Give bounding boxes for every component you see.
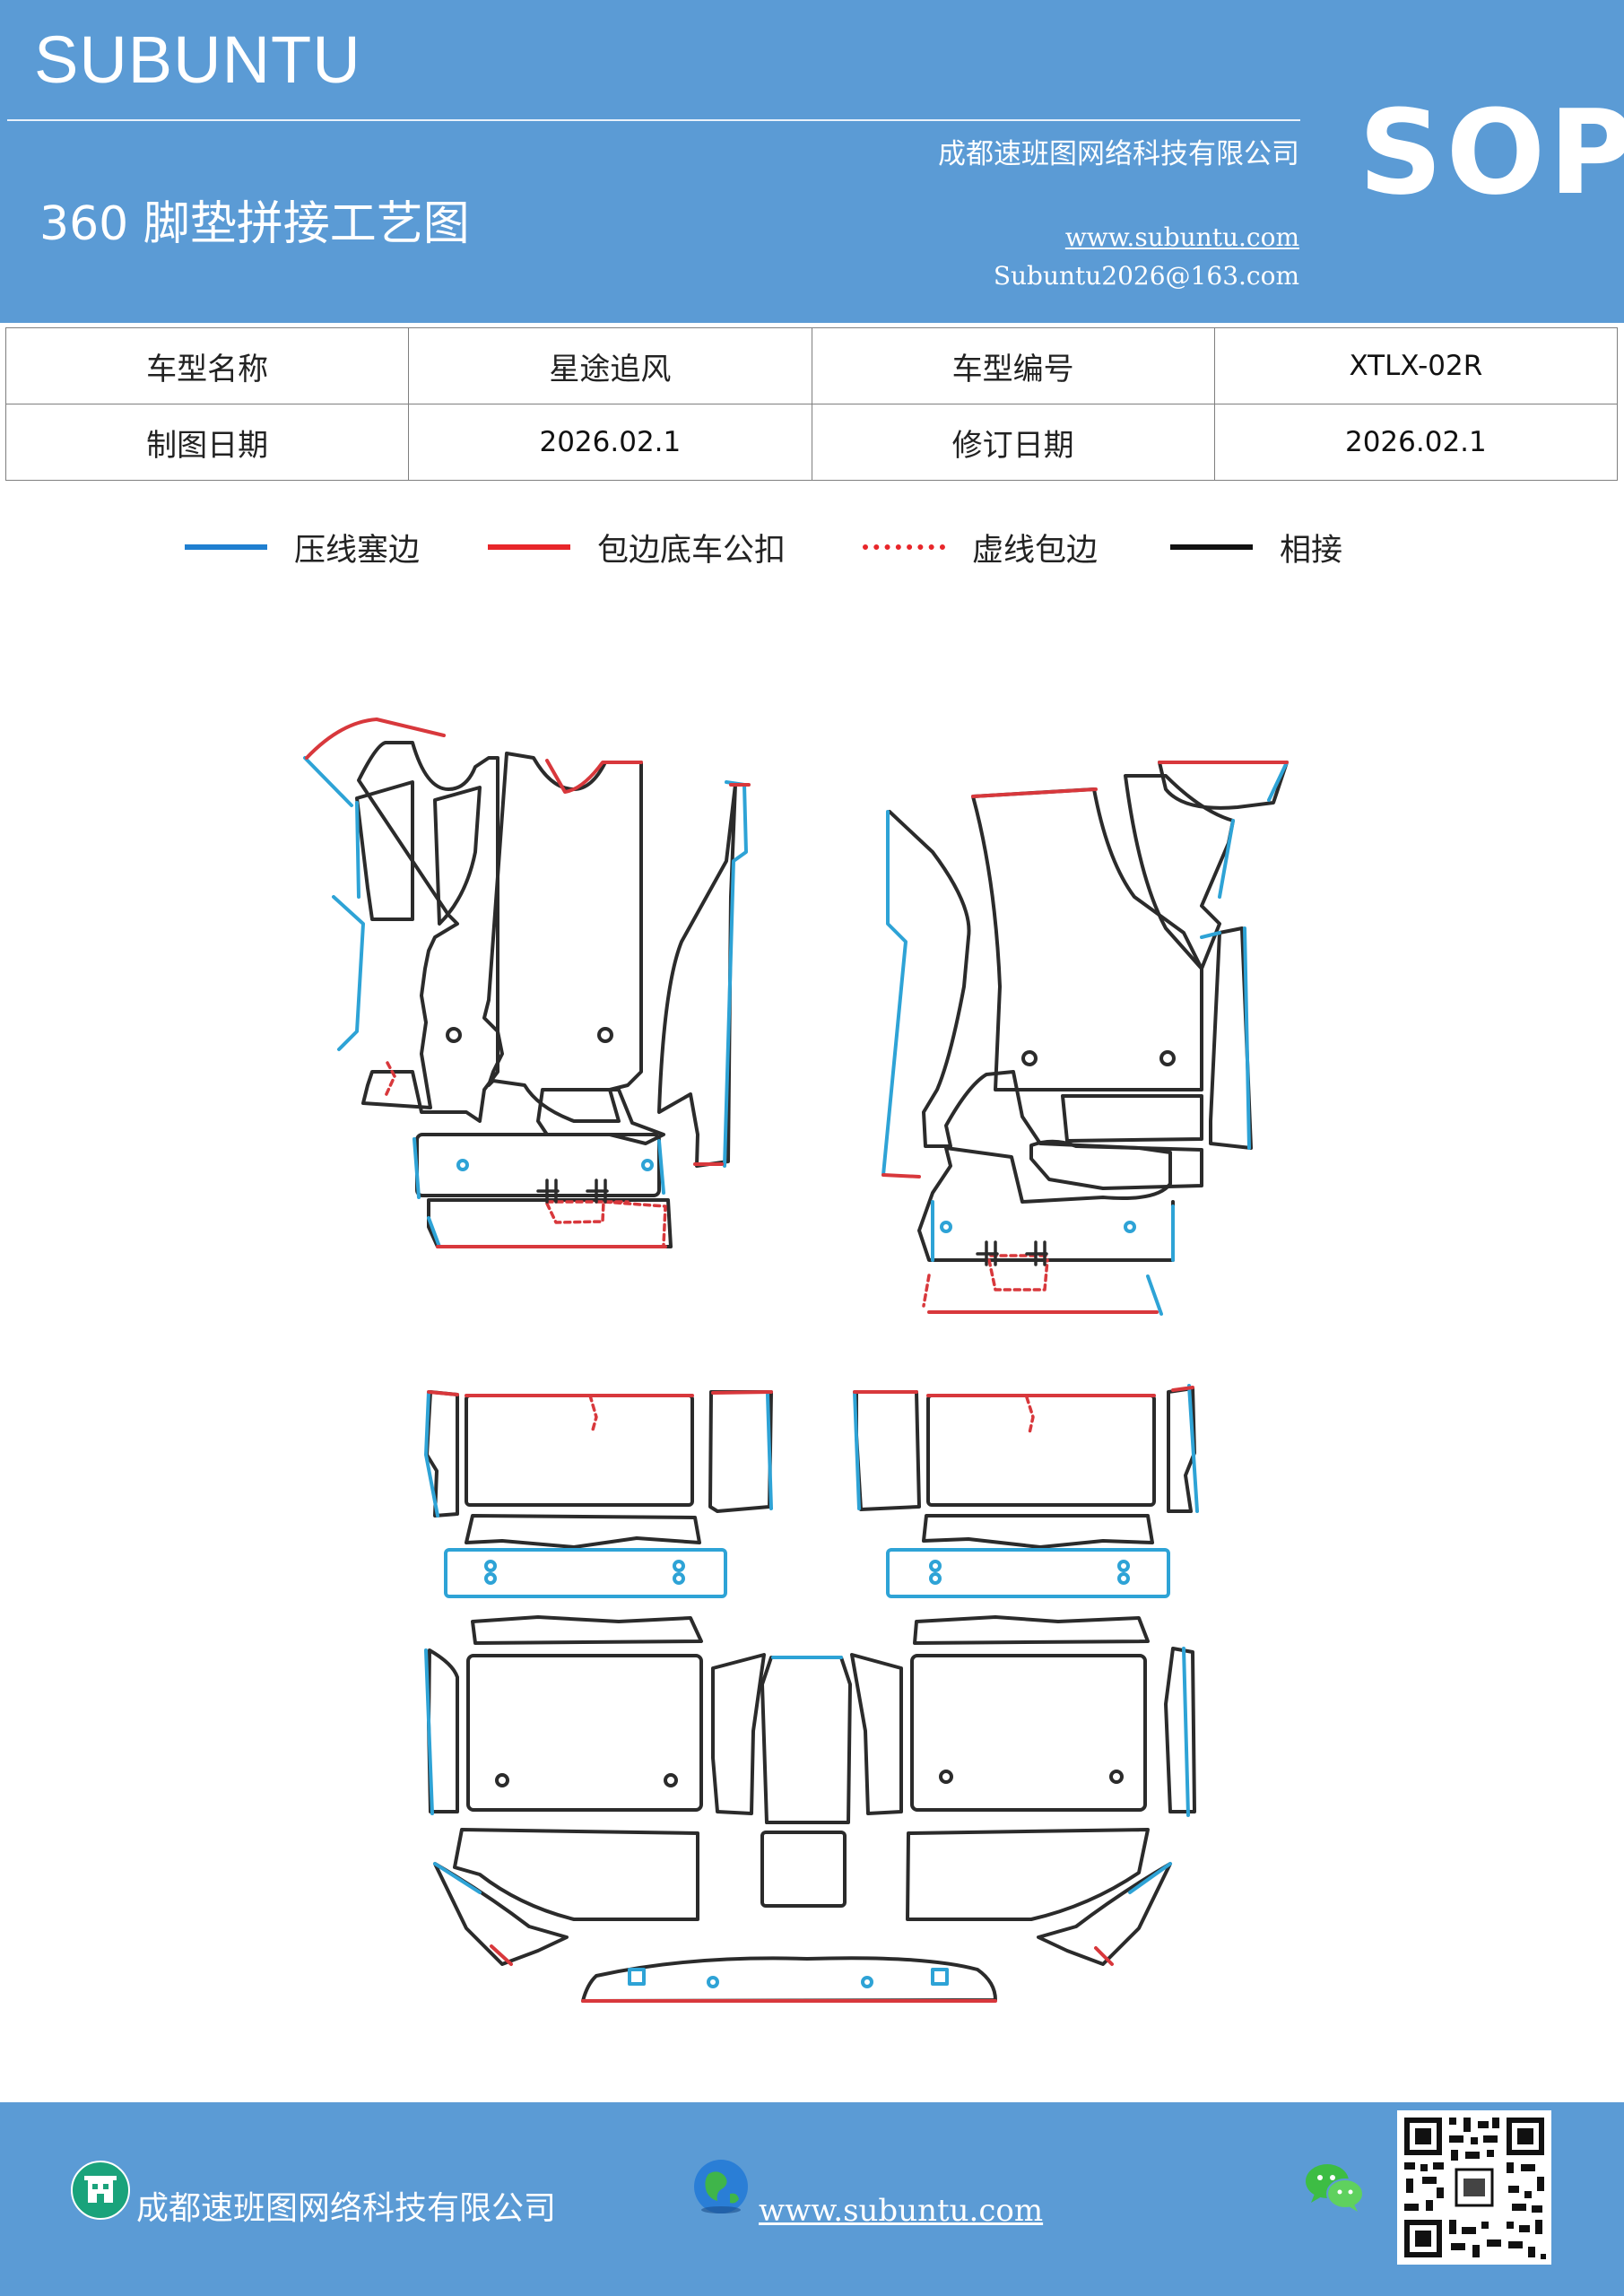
mat-piece: [482, 752, 643, 1123]
mat-hole: [446, 1027, 462, 1043]
legend-item-edge-buckle: 包边底车公扣: [488, 525, 786, 570]
header-banner: [0, 0, 1624, 323]
model-code-value: XTLX-02R: [1213, 327, 1619, 404]
mat-piece: [427, 1648, 459, 1813]
mat-piece: [1209, 926, 1253, 1150]
mat-hole: [495, 1773, 509, 1787]
legend-swatch-blue: [185, 544, 267, 550]
mat-piece: [711, 1653, 766, 1815]
mat-piece: [1061, 1094, 1203, 1143]
mat-piece: [657, 783, 737, 1168]
header-email: Subuntu2026@163.com: [993, 261, 1299, 291]
mat-piece: [415, 1133, 661, 1197]
mat-hole: [1109, 1770, 1124, 1784]
mat-piece: [760, 1831, 847, 1908]
mat-piece: [1029, 1139, 1203, 1190]
mat-piece: [708, 1390, 773, 1513]
company-icon: [71, 2161, 130, 2220]
mat-piece: [922, 1514, 1154, 1549]
footer-company: 成都速班图网络科技有限公司: [136, 2190, 557, 2227]
mat-piece: [760, 1656, 852, 1824]
header-divider: [7, 119, 1300, 121]
qr-code: [1397, 2110, 1551, 2265]
mat-piece: [453, 1828, 699, 1921]
mat-hole: [597, 1027, 613, 1043]
legend-item-press-line: 压线塞边: [185, 525, 420, 570]
model-name-label: 车型名称: [4, 327, 410, 404]
mat-piece: [465, 1514, 701, 1549]
sop-badge: SOP: [1359, 84, 1624, 221]
mat-piece: [433, 1862, 569, 1966]
draw-date-label: 制图日期: [4, 404, 410, 481]
mat-piece: [906, 1828, 1150, 1921]
mat-hole: [1159, 1050, 1176, 1066]
mat-piece: [433, 786, 482, 926]
revise-date-label: 修订日期: [811, 404, 1215, 481]
mat-hole: [664, 1773, 678, 1787]
footer-website-link[interactable]: www.subuntu.com: [759, 2193, 1044, 2229]
mat-piece: [425, 1390, 459, 1518]
header-company: 成都速班图网络科技有限公司: [938, 138, 1299, 170]
mat-piece: [913, 1615, 1150, 1645]
mat-piece: [1164, 1647, 1196, 1813]
brand-name: SUBUNTU: [34, 22, 361, 97]
header-website-link[interactable]: www.subuntu.com: [1064, 222, 1299, 252]
legend-swatch-black: [1170, 544, 1253, 550]
table-row: 制图日期 2026.02.1 修订日期 2026.02.1: [4, 404, 1619, 481]
mat-piece: [357, 741, 499, 1123]
legend-label: 包边底车公扣: [597, 532, 786, 569]
page-title: 360 脚垫拼接工艺图: [39, 197, 470, 251]
mat-hole: [1021, 1050, 1038, 1066]
table-row: 车型名称 星途追风 车型编号 XTLX-02R: [4, 327, 1619, 404]
legend-item-dotted-edge: 虚线包边: [863, 525, 1098, 570]
mat-piece: [466, 1654, 703, 1812]
mat-piece: [355, 780, 414, 921]
globe-icon: [694, 2160, 748, 2213]
legend-label: 虚线包边: [972, 532, 1099, 569]
model-code-label: 车型编号: [811, 327, 1215, 404]
legend-label: 相接: [1280, 532, 1343, 569]
floor-mat-diagram: [303, 718, 1289, 2003]
mat-piece: [465, 1394, 694, 1507]
mat-piece: [855, 1390, 921, 1511]
mat-hole: [939, 1770, 953, 1784]
mat-piece: [971, 787, 1203, 1091]
wechat-icon: [1306, 2164, 1364, 2212]
info-table: 车型名称 星途追风 车型编号 XTLX-02R 制图日期 2026.02.1 修…: [4, 327, 1619, 481]
legend-item-joined: 相接: [1170, 525, 1342, 570]
legend-swatch-red-dotted: [863, 544, 945, 550]
model-name-value: 星途追风: [408, 327, 812, 404]
mat-piece: [850, 1653, 903, 1815]
mat-piece: [1158, 761, 1289, 810]
mat-piece: [1124, 774, 1235, 970]
mat-piece: [471, 1615, 703, 1645]
mat-piece: [888, 810, 1175, 1262]
mat-piece: [926, 1394, 1156, 1507]
legend-label: 压线塞边: [294, 532, 421, 569]
mat-piece: [910, 1654, 1147, 1812]
revise-date-value: 2026.02.1: [1213, 404, 1619, 481]
mat-piece: [536, 1088, 665, 1145]
legend-swatch-red: [488, 544, 570, 550]
draw-date-value: 2026.02.1: [408, 404, 812, 481]
